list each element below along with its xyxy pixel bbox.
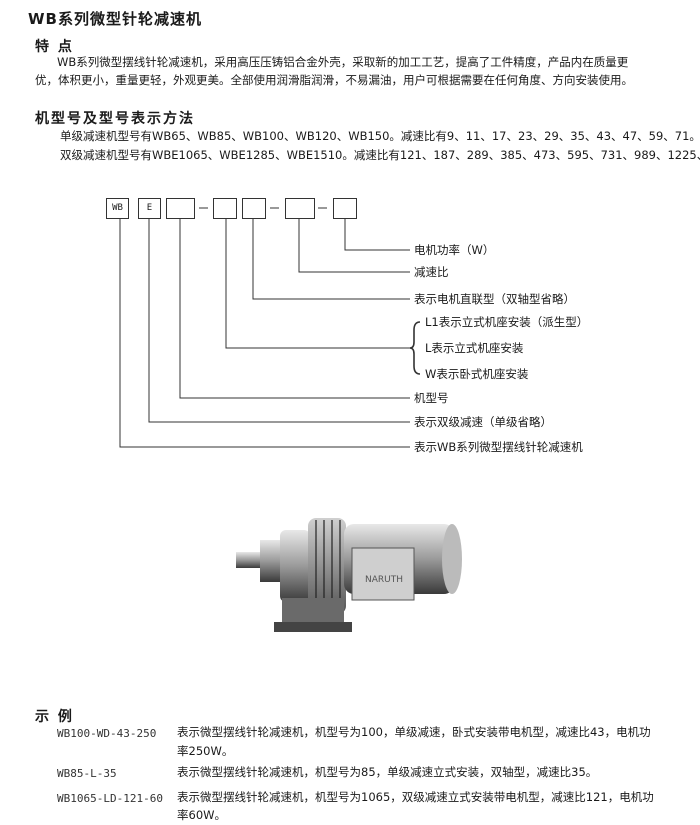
- features-heading: 特 点: [35, 39, 74, 55]
- single-stage-models: 单级减速机型号有WB65、WB85、WB100、WB120、WB150。减速比有…: [60, 129, 700, 143]
- code-box-wb: WB: [106, 198, 129, 219]
- code-box-ratio: [285, 198, 315, 219]
- example-code: WB1065-LD-121-60: [57, 792, 163, 805]
- reducer-photo: NARUTH: [236, 518, 462, 632]
- label-w-mount: W表示卧式机座安装: [425, 367, 529, 381]
- label-direct-motor: 表示电机直联型（双轴型省略）: [414, 292, 575, 306]
- code-box-e: E: [138, 198, 161, 219]
- code-box-motor: [242, 198, 266, 219]
- label-model-number: 机型号: [414, 391, 449, 405]
- diagram-lines: [119, 207, 421, 448]
- code-box-model: [166, 198, 195, 219]
- code-box-power: [333, 198, 357, 219]
- double-stage-models: 双级减速机型号有WBE1065、WBE1285、WBE1510。减速比有121、…: [60, 148, 700, 162]
- label-l1-mount: L1表示立式机座安装（派生型）: [425, 315, 589, 329]
- example-desc: 表示微型摆线针轮减速机，机型号为85，单级减速立式安装，双轴型，减速比35。: [177, 765, 598, 779]
- label-l-mount: L表示立式机座安装: [425, 341, 524, 355]
- features-line-2: 优，体积更小，重量更轻，外观更美。全部使用润滑脂润滑，不易漏油，用户可根据需要在…: [35, 73, 633, 87]
- example-desc: 表示微型摆线针轮减速机，机型号为1065，双级减速立式安装带电机型，减速比121…: [177, 790, 654, 804]
- example-code: WB85-L-35: [57, 767, 117, 780]
- models-heading: 机型号及型号表示方法: [35, 111, 195, 127]
- label-series: 表示WB系列微型摆线针轮减速机: [414, 440, 583, 454]
- label-power: 电机功率（W）: [414, 243, 495, 257]
- example-desc-cont: 率60W。: [177, 808, 227, 822]
- example-desc: 表示微型摆线针轮减速机，机型号为100，单级减速，卧式安装带电机型，减速比43，…: [177, 725, 651, 739]
- examples-heading: 示 例: [35, 709, 74, 725]
- nameplate-text: NARUTH: [365, 575, 403, 585]
- example-code: WB100-WD-43-250: [57, 727, 157, 740]
- code-box-mount: [213, 198, 237, 219]
- example-desc-cont: 率250W。: [177, 744, 234, 758]
- page-title: WB系列微型针轮减速机: [28, 10, 202, 28]
- label-double-stage: 表示双级减速（单级省略）: [414, 415, 552, 429]
- label-ratio: 减速比: [414, 265, 449, 279]
- features-line-1: WB系列微型摆线针轮减速机，采用高压压铸铝合金外壳，采取新的加工工艺，提高了工件…: [57, 55, 629, 69]
